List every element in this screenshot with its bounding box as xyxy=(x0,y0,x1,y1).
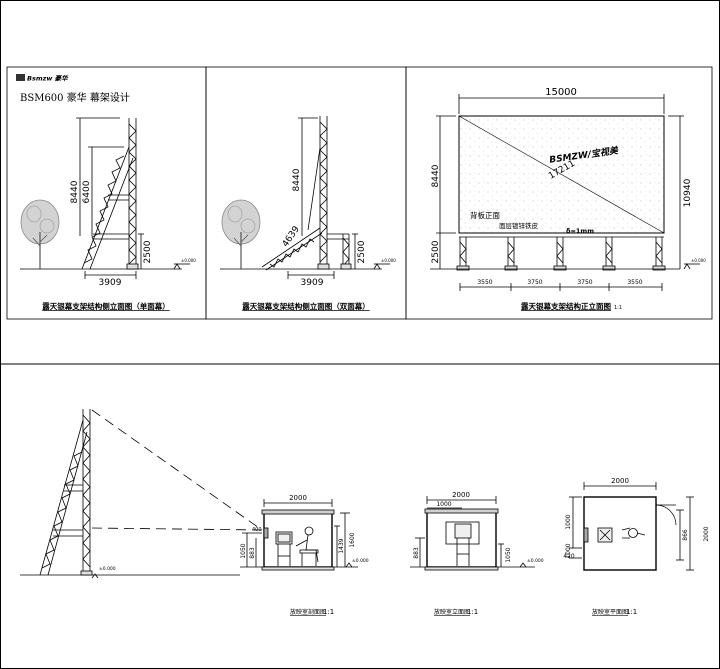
p1-dim-screen-height: 6400 xyxy=(82,180,92,203)
p2-dim-total-height: 8440 xyxy=(292,168,302,191)
operator-icon xyxy=(621,527,646,539)
p3-label-thickness: δ=1mm xyxy=(566,227,594,235)
section-dim-width: 2000 xyxy=(289,494,307,502)
projection-room-section xyxy=(240,499,358,571)
p2-dim-diagonal: 4639 xyxy=(281,224,302,249)
p3-caption-scale: 1:1 xyxy=(614,305,622,311)
projection-room-elevation xyxy=(410,496,535,571)
section-level-mark: ±0.000 xyxy=(352,558,369,564)
plan-dim-1000-b: 1000 xyxy=(565,543,572,558)
plan-dim-2000-side: 2000 xyxy=(703,526,710,541)
p3-dim-base-height: 2500 xyxy=(431,240,441,263)
p2-dim-base-height: 2500 xyxy=(357,240,367,263)
plan-dim-420: 420 xyxy=(563,553,575,560)
p3-dim-total-width: 15000 xyxy=(545,87,577,98)
tree-icon xyxy=(20,199,60,269)
p1-caption: 露天银幕支架结构侧立面图（单面幕） xyxy=(42,301,170,311)
panel-3-drawing xyxy=(430,94,700,291)
panel-1-drawing xyxy=(20,117,190,279)
section-dim-1600: 1600 xyxy=(349,532,356,547)
header: Bsmzw 豪华 BSM600 豪华 幕架设计 xyxy=(16,74,130,104)
plan-dim-1000: 1000 xyxy=(565,514,572,529)
elevation-level-mark: ±0.000 xyxy=(527,558,544,564)
section-caption: 放映室剖面图 xyxy=(290,608,326,616)
p3-span-1: 3550 xyxy=(477,279,492,286)
logo-mark xyxy=(16,74,25,81)
plan-dim-width: 2000 xyxy=(611,477,629,485)
panel-3-frame xyxy=(405,66,713,320)
projector-icon xyxy=(275,531,293,545)
screen-legs xyxy=(456,237,666,271)
projection-room-plan xyxy=(569,482,694,571)
p3-span-4: 3550 xyxy=(627,279,642,286)
p3-span-2: 3750 xyxy=(527,279,542,286)
section-scale: 1:1 xyxy=(323,608,334,616)
tower-level-mark: ±0.000 xyxy=(99,566,116,572)
p3-caption: 露天银幕支架结构正立面图 xyxy=(521,301,611,311)
p1-dim-total-height: 8440 xyxy=(70,180,80,203)
plan-caption: 放映室平面图 xyxy=(592,608,628,616)
p1-dim-base-height: 2500 xyxy=(143,240,153,263)
elevation-scale: 1:1 xyxy=(467,608,478,616)
section-dim-1439: 1439 xyxy=(338,538,345,553)
projector-icon xyxy=(454,523,472,539)
elevation-dim-883: 883 xyxy=(413,547,420,559)
p3-level-mark: ±0.000 xyxy=(691,258,706,263)
panel-2-drawing xyxy=(220,116,390,279)
p2-level-mark: ±0.000 xyxy=(381,258,396,263)
tower-section xyxy=(20,409,263,579)
operator-icon xyxy=(295,526,319,566)
p1-dim-base-width: 3909 xyxy=(99,278,122,288)
elevation-caption: 放映室立面图 xyxy=(434,608,470,616)
p3-dim-total-height: 10940 xyxy=(683,178,693,207)
p2-dim-base-width: 3909 xyxy=(301,278,324,288)
elevation-dim-width: 2000 xyxy=(452,491,470,499)
tree-icon xyxy=(221,199,261,269)
p3-label-back: 背板正面 xyxy=(470,210,500,220)
design-title: BSM600 豪华 幕架设计 xyxy=(20,91,130,104)
p1-level-mark: ±0.000 xyxy=(181,258,196,263)
section-dim-1050: 1050 xyxy=(240,543,247,558)
p3-label-surface: 面层镀锌铁皮 xyxy=(499,221,539,230)
section-dim-400: 400 xyxy=(252,527,262,533)
logo-text: Bsmzw 豪华 xyxy=(27,75,69,83)
plan-dim-866: 866 xyxy=(682,529,689,541)
top-panels xyxy=(6,66,713,320)
plan-scale: 1:1 xyxy=(626,608,637,616)
elevation-dim-1000: 1000 xyxy=(436,501,451,508)
elevation-dim-1050: 1050 xyxy=(505,547,512,562)
p3-dim-screen-height: 8440 xyxy=(431,164,441,187)
p3-span-3: 3750 xyxy=(577,279,592,286)
p2-caption: 露天银幕支架结构侧立面图（双面幕） xyxy=(242,301,370,311)
section-dim-883: 883 xyxy=(249,547,256,559)
